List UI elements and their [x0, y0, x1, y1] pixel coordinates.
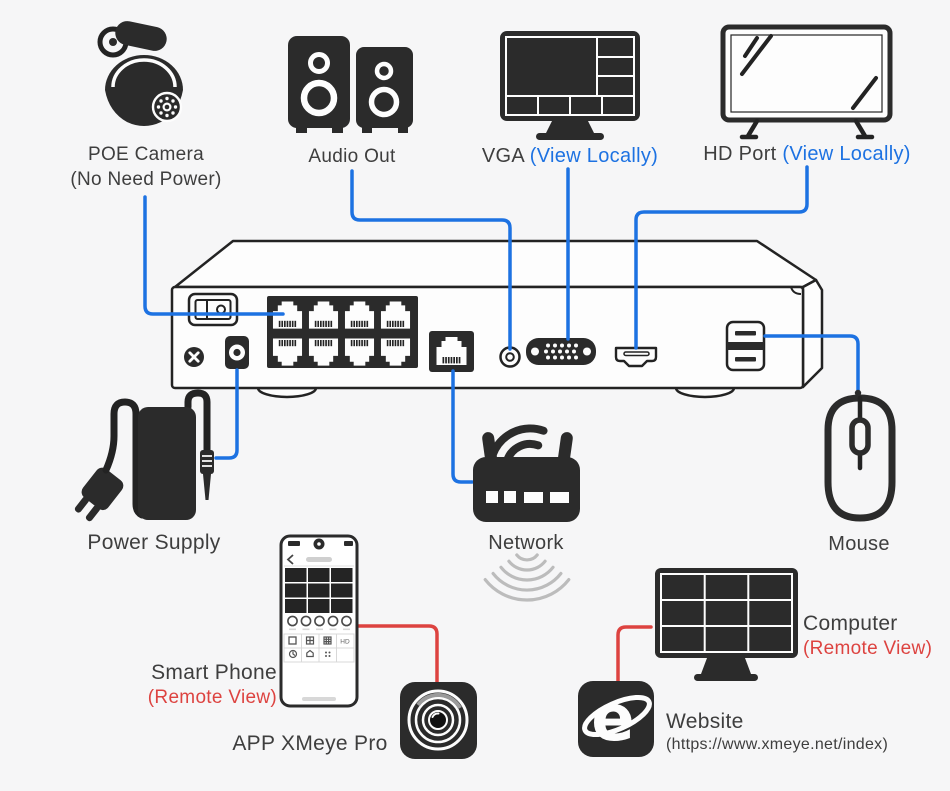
nvr-foot-right: [674, 386, 736, 399]
hd-tv-icon: [720, 24, 893, 140]
line-phone-app: [355, 624, 439, 685]
nvr-recorder: [170, 239, 824, 399]
label-mouse: Mouse: [828, 533, 890, 555]
nvr-corner-notch: [790, 286, 802, 295]
nvr-top-face: [173, 239, 818, 289]
phone-channel-buttons[interactable]: [287, 615, 352, 631]
network-router-icon: [473, 424, 580, 522]
label-website: Website (https://www.xmeye.net/index): [666, 708, 888, 756]
smart-phone-note: (Remote View): [147, 687, 277, 709]
line-poe-camera: [143, 195, 285, 316]
nvr-side-face: [801, 278, 824, 389]
vga-title: VGA: [481, 145, 524, 167]
label-app-xmeye: APP XMeye Pro: [232, 732, 388, 755]
label-computer: Computer (Remote View): [803, 610, 932, 662]
dc-power-jack[interactable]: [225, 336, 249, 369]
vga-note: (View Locally): [529, 145, 659, 167]
label-power-supply: Power Supply: [87, 531, 221, 554]
hdmi-port[interactable]: [614, 346, 658, 368]
nvr-front-face: [170, 285, 805, 390]
label-audio-out: Audio Out: [308, 146, 396, 167]
label-hd-port: HD Port (View Locally): [703, 141, 910, 167]
line-lan-network: [451, 369, 474, 484]
website-title: Website: [666, 710, 744, 733]
phone-video-grid: [285, 568, 353, 613]
line-hd-port: [634, 165, 809, 350]
connector-lines: [143, 165, 860, 685]
hd-port-title: HD Port: [703, 143, 777, 165]
poe-camera-title: POE Camera: [88, 144, 204, 165]
poe-camera-icon: [97, 21, 183, 126]
label-vga: VGA (View Locally): [482, 143, 658, 169]
line-dc-power: [214, 368, 239, 460]
smart-phone-icon: HD: [279, 534, 359, 708]
wifi-signal-icon: [483, 553, 571, 602]
line-audio-out: [350, 169, 512, 351]
phone-tool-grid[interactable]: HD: [283, 633, 355, 663]
power-switch[interactable]: [187, 292, 239, 327]
xmeye-app-icon: [400, 682, 477, 759]
website-icon: e: [578, 681, 654, 757]
ground-screw: [184, 347, 204, 367]
vga-port[interactable]: [526, 338, 596, 365]
label-poe-camera: POE Camera (No Need Power): [70, 143, 221, 192]
label-network: Network: [488, 532, 564, 554]
smart-phone-title: Smart Phone: [151, 661, 277, 684]
hd-port-note: (View Locally): [782, 143, 911, 165]
computer-title: Computer: [803, 612, 898, 635]
line-usb-mouse: [763, 334, 860, 396]
computer-note: (Remote View): [803, 638, 933, 660]
mouse-icon: [824, 389, 896, 522]
computer-icon: [655, 568, 798, 681]
website-url: (https://www.xmeye.net/index): [666, 736, 889, 754]
power-supply-icon: [74, 389, 214, 522]
poe-port-block[interactable]: [267, 296, 418, 368]
label-smart-phone: Smart Phone (Remote View): [148, 659, 277, 711]
phone-hd-badge: HD: [340, 639, 350, 646]
poe-camera-note: (No Need Power): [70, 168, 222, 190]
line-computer-web: [616, 625, 653, 684]
vga-monitor-icon: [500, 31, 640, 140]
lan-port[interactable]: [429, 331, 474, 372]
browser-e-glyph: e: [591, 682, 634, 756]
usb-ports[interactable]: [725, 320, 766, 372]
nvr-foot-left: [256, 386, 318, 399]
audio-out-speakers-icon: [288, 36, 413, 133]
